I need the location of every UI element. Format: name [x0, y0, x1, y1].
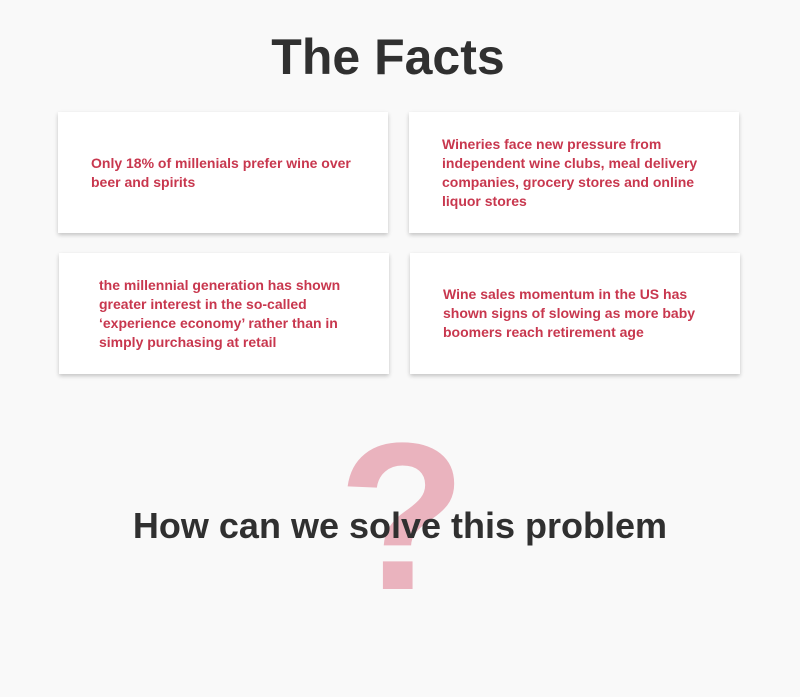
fact-card-text: Wine sales momentum in the US has shown …	[443, 286, 696, 340]
fact-card-text: Only 18% of millenials prefer wine over …	[91, 154, 351, 190]
fact-card-experience-economy: the millennial generation has shown grea…	[59, 253, 389, 374]
fact-card-millennial-preference: Only 18% of millenials prefer wine over …	[58, 112, 388, 233]
question-mark-icon: ?	[338, 399, 467, 634]
fact-card-winery-pressure: Wineries face new pressure from independ…	[409, 112, 739, 233]
fact-card-text: Wineries face new pressure from independ…	[442, 135, 698, 209]
fact-card-text: the millennial generation has shown grea…	[99, 276, 341, 350]
problem-heading: How can we solve this problem	[132, 505, 668, 546]
fact-card-sales-momentum: Wine sales momentum in the US has shown …	[410, 253, 740, 374]
page-title: The Facts	[271, 29, 505, 85]
